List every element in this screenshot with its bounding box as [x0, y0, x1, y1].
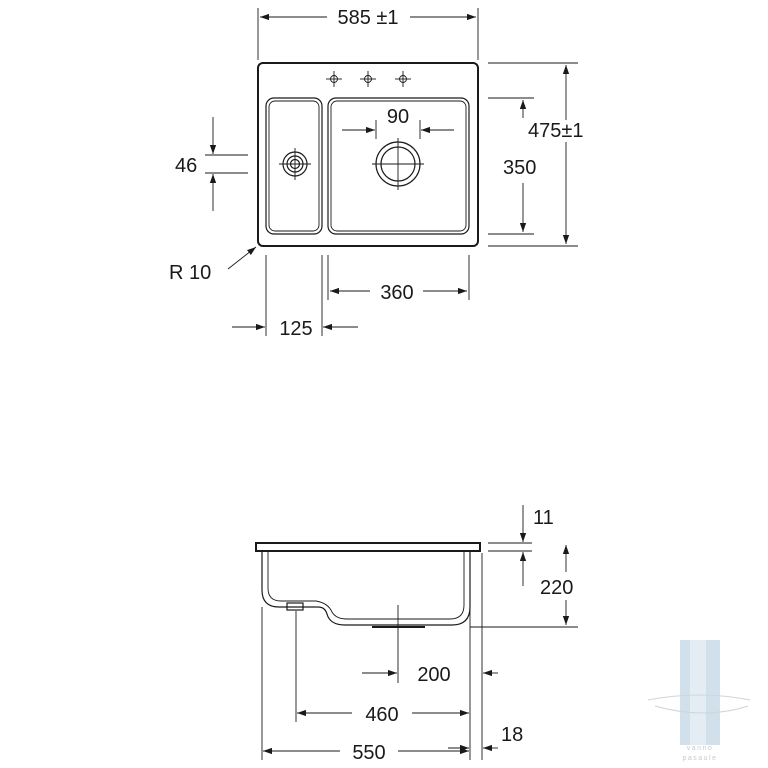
- dim-overall-depth: 475±1: [528, 120, 583, 142]
- main-waste: [372, 138, 424, 190]
- dim-inner-width: 460: [365, 704, 398, 726]
- sink-outline: [257, 62, 479, 247]
- tap-hole-icons: [326, 71, 411, 87]
- top-view: 585 ±1 475±1 350 90 46 R 10 360: [169, 7, 583, 340]
- sink-rim: [255, 542, 481, 552]
- side-view: 11 220 200 460 550 18: [255, 505, 578, 764]
- dim-small-waste-offset: 46: [175, 155, 197, 177]
- dim-waste-diameter: 90: [387, 106, 409, 128]
- dim-edge-offset: 18: [501, 724, 523, 746]
- dim-main-bowl-width: 360: [380, 282, 413, 304]
- dim-overall-width: 585 ±1: [337, 7, 398, 29]
- watermark-logo: vanno pasaule: [647, 640, 751, 762]
- dim-bowl-height: 220: [540, 577, 573, 599]
- dim-outer-width: 550: [352, 742, 385, 764]
- small-bowl: [265, 97, 323, 235]
- dim-small-bowl-width: 125: [279, 318, 312, 340]
- watermark-text-bottom: pasaule: [682, 755, 717, 762]
- dim-corner-radius: R 10: [169, 262, 211, 284]
- dim-bowl-depth: 350: [503, 157, 536, 179]
- small-waste-outlet: [286, 602, 304, 611]
- watermark-text-top: vanno: [687, 745, 714, 752]
- small-waste: [279, 148, 311, 180]
- dim-waste-offset: 200: [417, 664, 450, 686]
- bowl-profile: [261, 551, 471, 626]
- dim-rim-thickness: 11: [533, 507, 554, 529]
- main-bowl: [327, 97, 470, 235]
